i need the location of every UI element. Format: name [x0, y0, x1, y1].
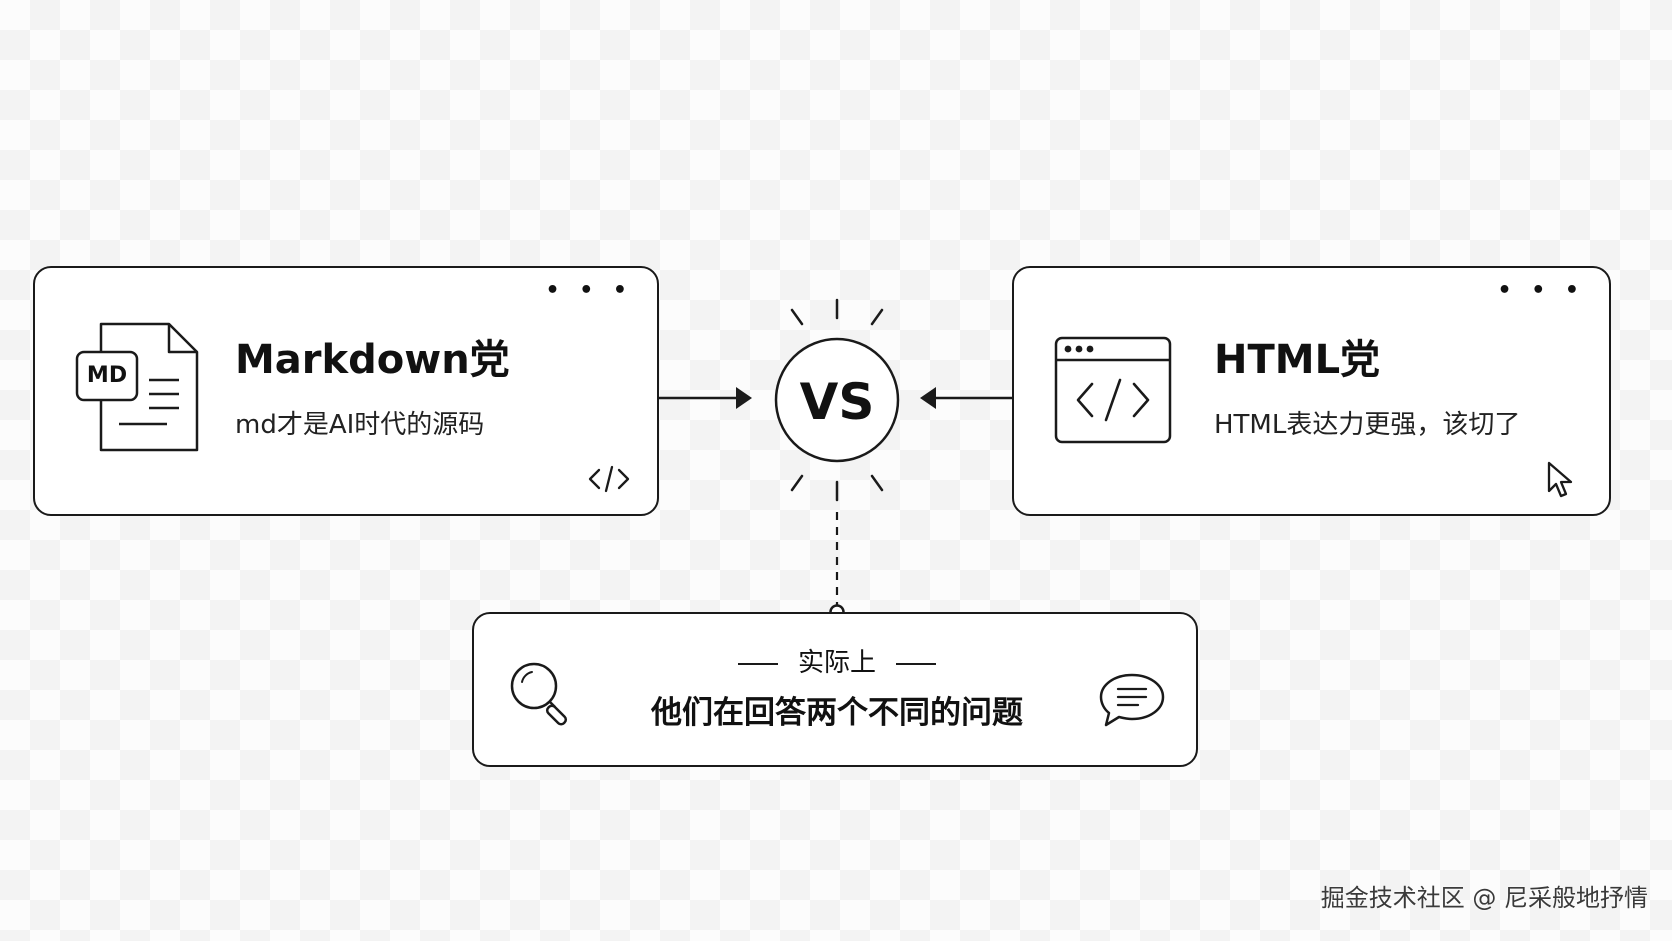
- kicker-rule-right: [896, 662, 936, 665]
- search-icon: [510, 662, 568, 726]
- html-subtitle: HTML表达力更强，该切了: [1214, 410, 1521, 440]
- code-icon: [588, 465, 630, 493]
- card-menu-dots[interactable]: • • •: [1497, 278, 1585, 303]
- markdown-file-icon: [75, 322, 199, 452]
- browser-code-icon: [1054, 336, 1172, 444]
- conclusion-card: 实际上 他们在回答两个不同的问题: [472, 612, 1198, 767]
- cursor-icon: [1547, 461, 1573, 498]
- html-title: HTML党: [1214, 337, 1381, 383]
- watermark: 掘金技术社区 @ 尼采般地抒情: [1320, 884, 1648, 912]
- markdown-title: Markdown党: [235, 337, 510, 383]
- card-menu-dots[interactable]: • • •: [545, 278, 633, 303]
- kicker-text: 实际上: [797, 648, 876, 678]
- conclusion-headline: 他们在回答两个不同的问题: [651, 695, 1023, 731]
- kicker-rule-left: [737, 662, 778, 665]
- markdown-subtitle: md才是AI时代的源码: [235, 410, 485, 440]
- html-card: • • • HTML党 HTML表达力更强，该切了: [1012, 266, 1611, 516]
- conclusion-kicker: 实际上: [474, 650, 1200, 676]
- chat-bubble-icon: [1099, 673, 1165, 727]
- markdown-card: • • • MD Markdown党 md才是AI时代的源码: [33, 266, 659, 516]
- vs-label: VS: [799, 373, 875, 431]
- md-badge-label: MD: [86, 363, 128, 388]
